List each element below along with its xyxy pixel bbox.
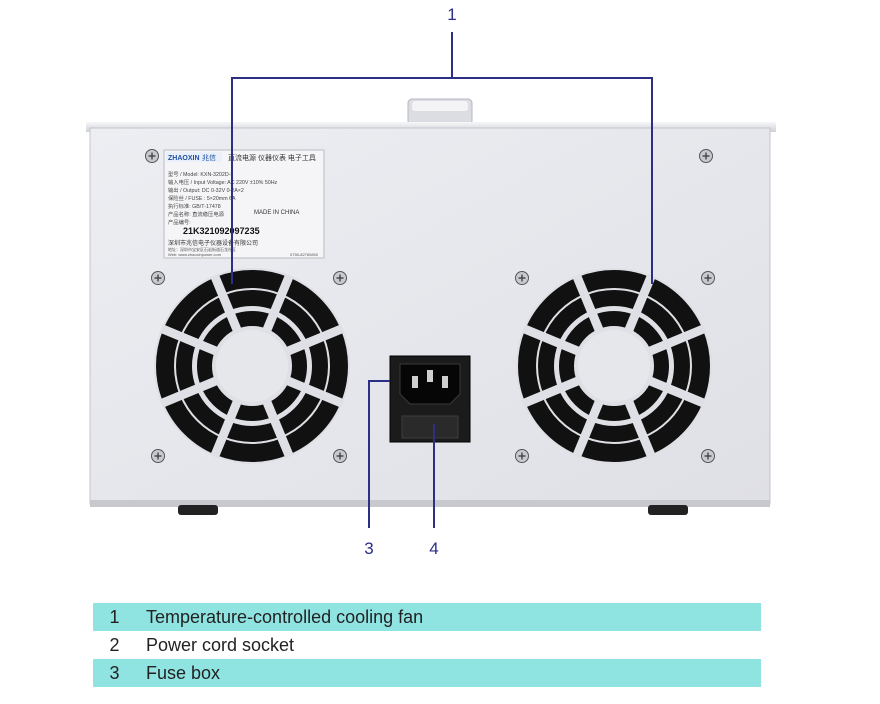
sticker-address: 地址：深圳市宝安区石岩街道石龙社区 <box>168 246 236 252</box>
sticker-company: 深圳市兆信电子仪器设备有限公司 <box>168 239 258 247</box>
fan-spoke <box>261 397 294 459</box>
legend-number: 3 <box>109 662 120 683</box>
callout-number-1: 1 <box>447 5 457 24</box>
fan-spoke <box>283 324 345 357</box>
sticker-model: 型号 / Model: KXN-3202D-Ⅱ <box>168 170 233 178</box>
fan-grill-ring <box>156 270 348 462</box>
cooling-fan-left <box>154 268 350 464</box>
sticker-serial-label: 产品编号: <box>168 218 191 226</box>
sticker-made-in: MADE IN CHINA <box>254 210 299 216</box>
legend-number: 2 <box>109 634 120 655</box>
fan-spoke <box>283 375 345 408</box>
callout-number-4: 4 <box>429 539 439 558</box>
legend-text: Power cord socket <box>146 634 295 655</box>
fan-spoke <box>159 375 221 408</box>
fan-grill-ring <box>176 290 328 442</box>
legend-number: 1 <box>109 606 120 627</box>
callout-lines <box>231 32 653 528</box>
sticker-standard: 执行标准: GB/T-17478 <box>168 202 221 210</box>
cooling-fan-right <box>516 268 712 464</box>
fan-spoke <box>521 324 583 357</box>
legend-row: 2 Power cord socket <box>93 631 761 659</box>
sticker-brand-cn: 兆信 <box>202 153 216 162</box>
panel-screws <box>145 149 715 463</box>
callout-number-3: 3 <box>364 539 374 558</box>
legend-text: Temperature-controlled cooling fan <box>146 606 424 627</box>
sticker-fuse: 保险丝 / FUSE : 5×20mm 6A <box>168 194 236 202</box>
top-handle <box>407 98 473 126</box>
fan-spoke <box>623 397 656 459</box>
fan-spoke <box>159 324 221 357</box>
fan-hub <box>578 330 650 402</box>
fan-spoke <box>210 397 243 459</box>
fan-grill-ring <box>559 311 669 421</box>
sticker-web: Web: www.zhaoxinpower.com <box>168 252 222 257</box>
sticker-serial: 21K321092097235 <box>183 226 260 236</box>
fan-spoke <box>572 273 605 335</box>
fan-spoke <box>521 375 583 408</box>
fan-hub <box>216 330 288 402</box>
fan-grill-ring <box>197 311 307 421</box>
fan-spoke <box>210 273 243 335</box>
fan-spoke <box>572 397 605 459</box>
sticker-output: 输出 / Output: DC 0-32V 0-2A×2 <box>168 186 244 194</box>
sticker-title: 直流电源 仪器仪表 电子工具 <box>228 153 316 162</box>
rubber-feet <box>178 505 688 515</box>
legend-row: 3 Fuse box <box>93 659 761 687</box>
fan-spoke <box>645 324 707 357</box>
sticker-brand: ZHAOXIN <box>168 155 200 162</box>
legend-text: Fuse box <box>146 662 221 683</box>
legend-table: 1 Temperature-controlled cooling fan 2 P… <box>93 603 761 687</box>
power-cord-socket <box>389 355 471 443</box>
fan-grill-ring <box>538 290 690 442</box>
legend-row: 1 Temperature-controlled cooling fan <box>93 603 761 631</box>
sticker-input: 输入电压 / Input Voltage: AC 220V ±10% 50Hz <box>168 178 278 186</box>
sticker-product-name: 产品名称: 直流稳压电源 <box>168 210 225 218</box>
fan-spoke <box>645 375 707 408</box>
fan-grill-ring <box>518 270 710 462</box>
fan-spoke <box>623 273 656 335</box>
fuse-drawer <box>401 415 459 439</box>
fan-spoke <box>261 273 294 335</box>
sticker-phone: 0755-82760800 <box>290 252 319 257</box>
specification-sticker: ZHAOXIN 兆信 直流电源 仪器仪表 电子工具 型号 / Model: KX… <box>163 149 325 259</box>
